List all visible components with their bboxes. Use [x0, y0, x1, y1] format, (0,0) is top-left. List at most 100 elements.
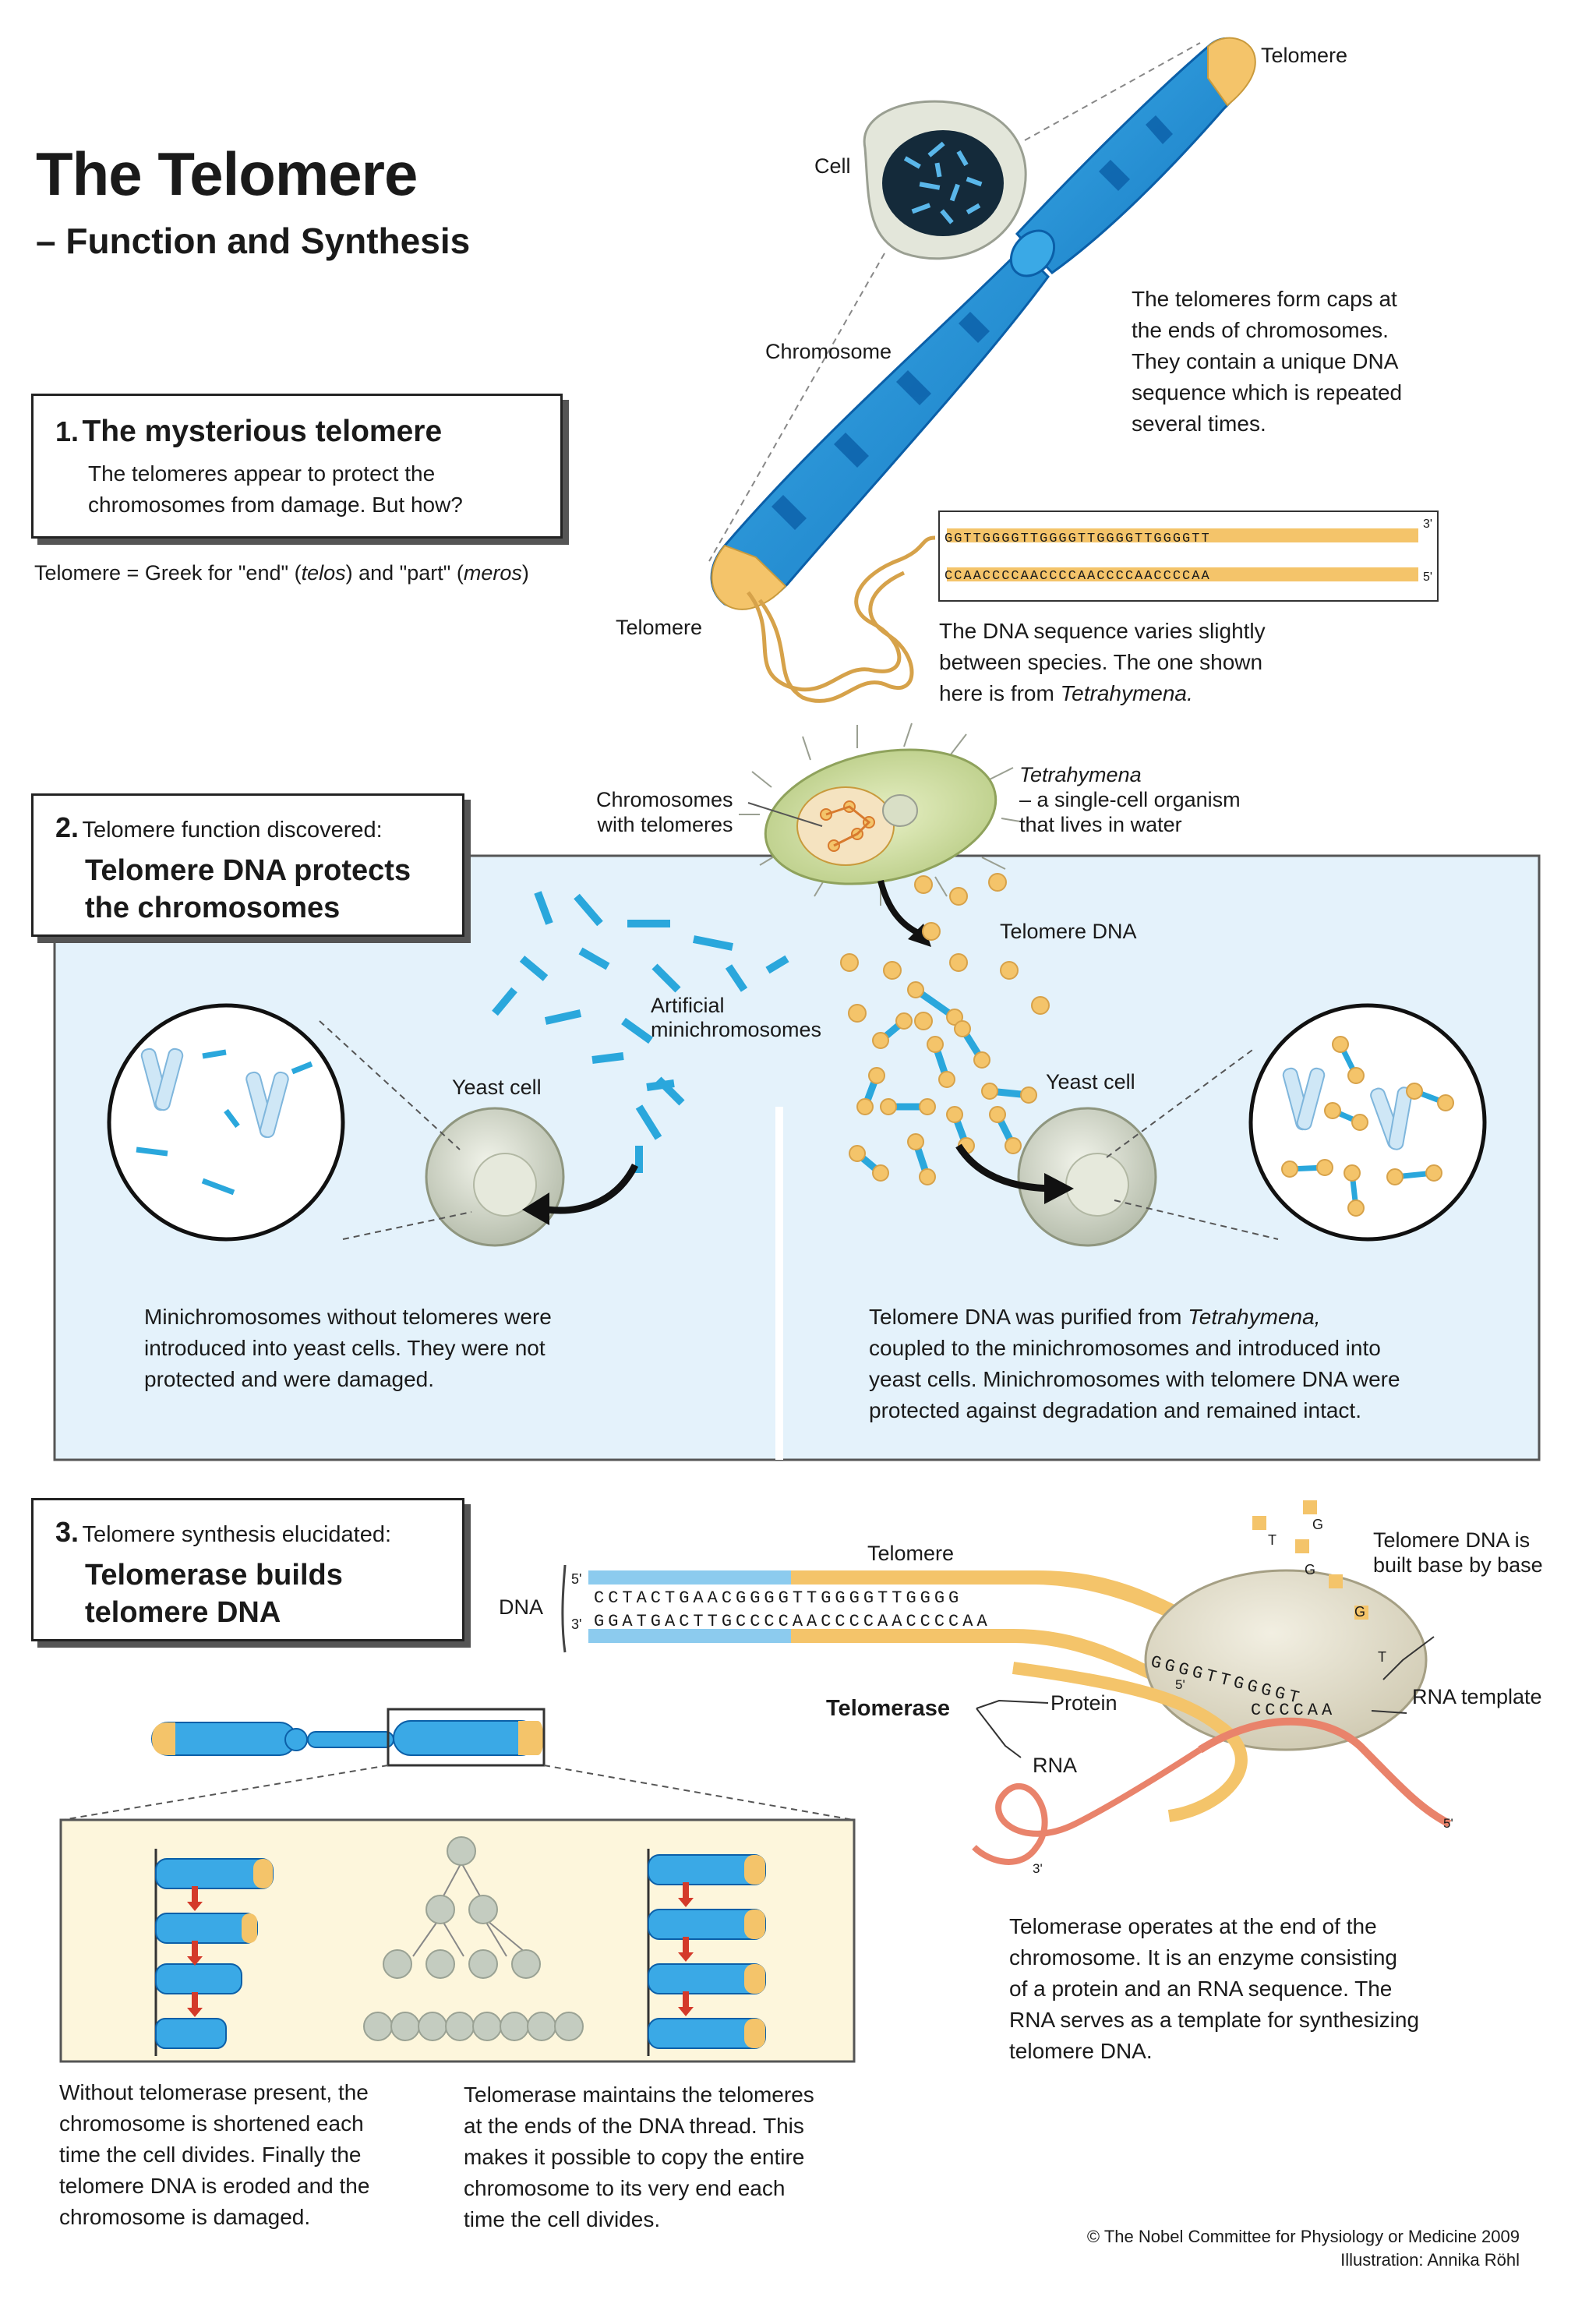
label-yeast-right: Yeast cell [1046, 1070, 1135, 1093]
species-line: between species. The one shown [939, 650, 1263, 674]
section2-number: 2. [55, 811, 79, 843]
label-rna: RNA [1033, 1754, 1078, 1777]
zoom-circle-left [107, 1003, 345, 1242]
section2-kicker-row: 2. Telomere function discovered: [55, 811, 383, 844]
artificial-minichromosomes [492, 891, 789, 1173]
label-tetrahymena: Tetrahymena – a single-cell organism tha… [1019, 762, 1241, 837]
nuc-g3: G [1354, 1604, 1366, 1620]
section3-heading-line: telomere DNA [85, 1596, 281, 1629]
rna-3prime: 3' [1033, 1861, 1043, 1876]
greek-mid: ) and "part" ( [345, 561, 464, 585]
section3-number: 3. [55, 1516, 79, 1548]
text-line: time the cell divides. [464, 2207, 661, 2231]
leader-lines [747, 802, 823, 827]
tetra-desc: that lives in water [1019, 813, 1182, 836]
text-line: coupled to the minichromosomes and intro… [869, 1336, 1381, 1360]
section3-box: 3. Telomere synthesis elucidated: Telome… [31, 1498, 464, 1641]
strand-5prime: 5' [571, 1571, 582, 1587]
text-line: introduced into yeast cells. They were n… [144, 1336, 546, 1360]
section3-heading-line: Telomerase builds [85, 1559, 343, 1592]
label-line: Telomere DNA is [1373, 1528, 1531, 1552]
telomere-dna-dots [840, 873, 1050, 1030]
arrowhead-right [1044, 1173, 1074, 1204]
without-telomerase-text: Without telomerase present, the chromoso… [59, 2077, 369, 2233]
section3-kicker-row: 3. Telomere synthesis elucidated: [55, 1516, 391, 1549]
greek-telos: telos [301, 561, 346, 585]
dashed-zoom-lines [708, 42, 1201, 562]
nuc-g1: G [1312, 1517, 1324, 1532]
label-rna-template: RNA template [1412, 1685, 1542, 1708]
zoom-circle-right [1248, 1003, 1487, 1242]
text-prefix: Telomere DNA was purified from [869, 1305, 1188, 1329]
telomere-seq-top: GGTTGGGGTTGGGGTTGGGGTTGGGGTT [945, 532, 1211, 546]
credit-line: © The Nobel Committee for Physiology or … [1086, 2227, 1520, 2246]
nuc-t2: T [1378, 1649, 1386, 1665]
dna-seq-lower: GGATGACTTGCCCCAACCCCAACCCCAA [594, 1612, 991, 1631]
section2-kicker: Telomere function discovered: [82, 818, 383, 843]
label-chromosomes-telomeres: Chromosomes with telomeres [596, 787, 733, 837]
dna-helix-drawing [747, 535, 936, 703]
label-chromosome: Chromosome [765, 340, 892, 363]
text-line: Minichromosomes without telomeres were [144, 1305, 552, 1329]
seq-3prime: 3' [1423, 518, 1432, 531]
label-line: built base by base [1373, 1553, 1543, 1577]
page-title: The Telomere [36, 140, 418, 208]
credit-line: Illustration: Annika Röhl [1340, 2250, 1520, 2270]
nuc-t1: T [1268, 1532, 1276, 1548]
cell-division-tree [363, 1836, 584, 2041]
dna-seq-upper: CCTACTGAACGGGGTTGGGGTTGGGG [594, 1588, 963, 1608]
section2-heading-line: the chromosomes [85, 892, 341, 924]
species-line: here is from Tetrahymena. [939, 678, 1266, 709]
text-line: telomere DNA is eroded and the [59, 2174, 370, 2198]
section1-line: The telomeres appear to protect the [88, 461, 436, 486]
label-telomere-dna: Telomere DNA [1000, 920, 1137, 943]
label-telomerase: Telomerase [826, 1696, 951, 1721]
label-telomere-bottom: Telomere [616, 616, 703, 639]
section2-left-text: Minichromosomes without telomeres were i… [144, 1302, 552, 1395]
tetra-desc: – a single-cell organism [1019, 788, 1241, 811]
caps-line: They contain a unique DNA [1132, 349, 1399, 373]
species-prefix: here is from [939, 681, 1061, 705]
zoom-lines [319, 1020, 1279, 1240]
text-line: Telomerase operates at the end of the [1009, 1914, 1377, 1938]
label-line: Chromosomes [596, 788, 733, 811]
text-line: protected against degradation and remain… [869, 1398, 1361, 1422]
text-line: chromosome. It is an enzyme consisting [1009, 1945, 1397, 1970]
strand-3prime: 3' [571, 1616, 582, 1632]
section1-heading: The mysterious telomere [82, 415, 443, 448]
text-line: Telomere DNA was purified from Tetrahyme… [869, 1302, 1400, 1333]
shortening-chromosomes [154, 1849, 274, 2056]
section3-kicker: Telomere synthesis elucidated: [82, 1522, 392, 1547]
tetrahymena-drawing [739, 722, 1026, 906]
credit: © The Nobel Committee for Physiology or … [1005, 2225, 1520, 2272]
telomere-seq-bottom: CCAACCCCAACCCCAACCCCAACCCCAA [945, 569, 1211, 584]
nucleotide-pieces [1252, 1500, 1368, 1620]
dna-strands [561, 1564, 1231, 1680]
section3-leaders [976, 1636, 1435, 1758]
greek-suffix: ) [521, 561, 529, 585]
rna-template-seq: CCCCAA [1251, 1701, 1336, 1720]
label-telomere-s3: Telomere [867, 1542, 955, 1565]
arrow-left [537, 1163, 639, 1214]
seq-5prime: 5' [1423, 571, 1432, 584]
telomerase-operates-text: Telomerase operates at the end of the ch… [1009, 1911, 1419, 2067]
text-line: time the cell divides. Finally the [59, 2143, 362, 2167]
caps-line: several times. [1132, 412, 1266, 436]
greek-meros: meros [463, 561, 522, 585]
telomerase-enzyme [972, 1569, 1452, 1865]
text-line: RNA serves as a template for synthesizin… [1009, 2008, 1420, 2032]
text-line: chromosome is shortened each [59, 2111, 364, 2136]
section1-box: 1. The mysterious telomere The telomeres… [31, 394, 563, 539]
arrow-right [955, 1143, 1057, 1192]
caps-line: sequence which is repeated [1132, 380, 1403, 405]
text-line: chromosome to its very end each [464, 2176, 786, 2200]
text-line: protected and were damaged. [144, 1367, 435, 1391]
species-name: Tetrahymena. [1060, 681, 1193, 705]
text-line: yeast cells. Minichromosomes with telome… [869, 1367, 1400, 1391]
section3-zoom-lines [62, 1765, 854, 1821]
telomerase-maintains-text: Telomerase maintains the telomeres at th… [464, 2079, 814, 2235]
text-line: of a protein and an RNA sequence. The [1009, 1977, 1393, 2001]
caps-line: The telomeres form caps at [1132, 287, 1397, 311]
capped-minichromosomes [849, 981, 1037, 1185]
